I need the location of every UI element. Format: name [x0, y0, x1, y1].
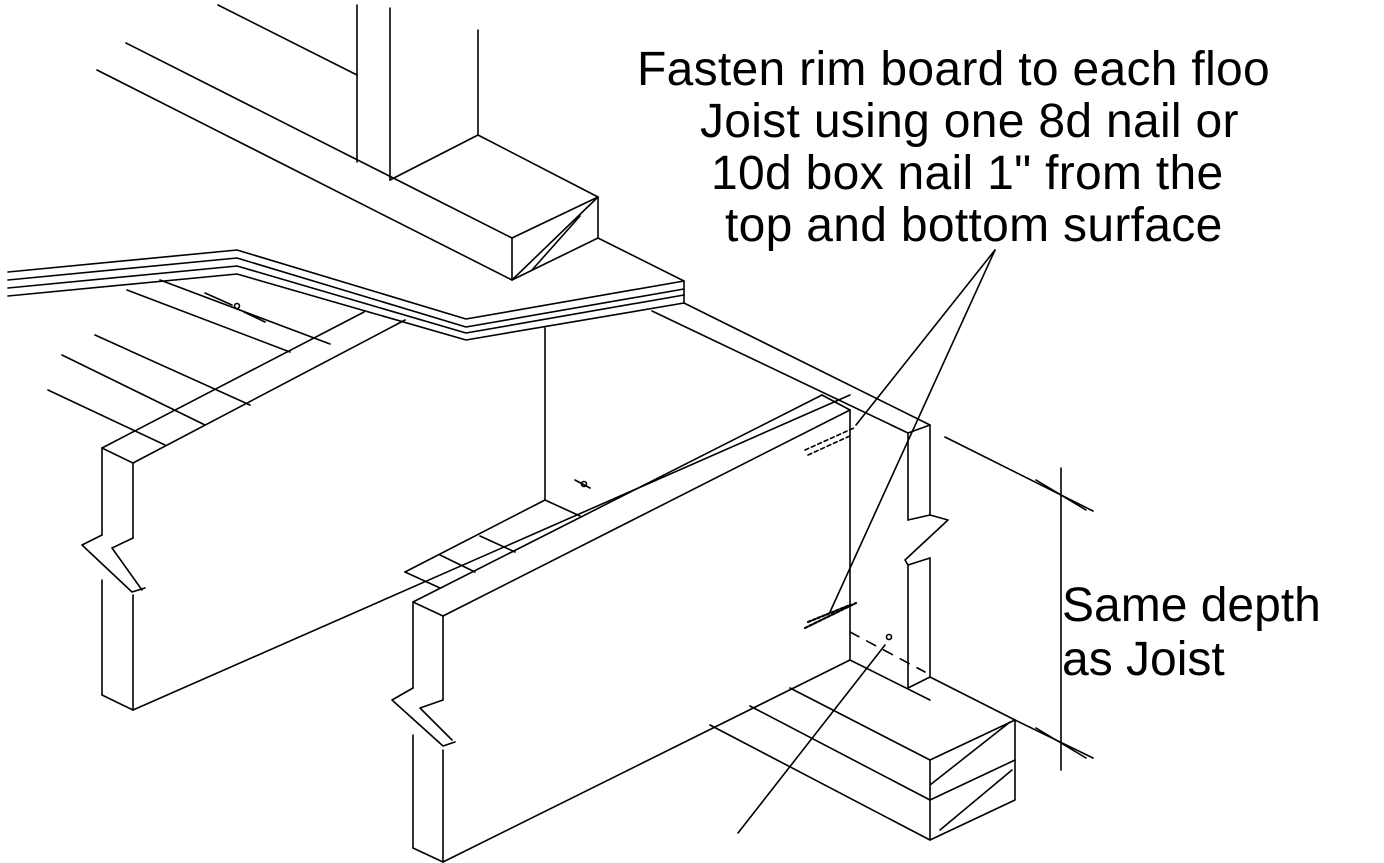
fastening-note-line-4: top and bottom surface — [725, 199, 1223, 252]
nail-head-middle — [580, 480, 588, 488]
nail-top — [804, 426, 857, 456]
fastening-note-line-1: Fasten rim board to each floo — [637, 43, 1271, 96]
rim-board — [101, 302, 931, 689]
nail-bottom — [803, 601, 858, 630]
left-joist — [81, 394, 851, 711]
subfloor-sheathing — [7, 237, 685, 341]
background-joists — [47, 279, 331, 446]
depth-dimension — [944, 436, 1094, 771]
nail-head-left — [233, 302, 241, 310]
front-joist — [391, 394, 851, 863]
center-dash — [849, 631, 926, 673]
depth-label-line-2: as Joist — [1062, 633, 1225, 686]
sill-plate — [709, 659, 1016, 841]
upper-beam — [96, 4, 599, 281]
fastening-note-line-2: Joist using one 8d nail or — [700, 95, 1239, 148]
note-leaders — [737, 249, 996, 834]
blocking — [404, 499, 546, 589]
nail-head-right — [885, 633, 893, 641]
depth-label-line-1: Same depth — [1062, 579, 1321, 632]
rim-break — [904, 514, 949, 566]
fastening-note-line-3: 10d box nail 1" from the — [711, 147, 1224, 200]
